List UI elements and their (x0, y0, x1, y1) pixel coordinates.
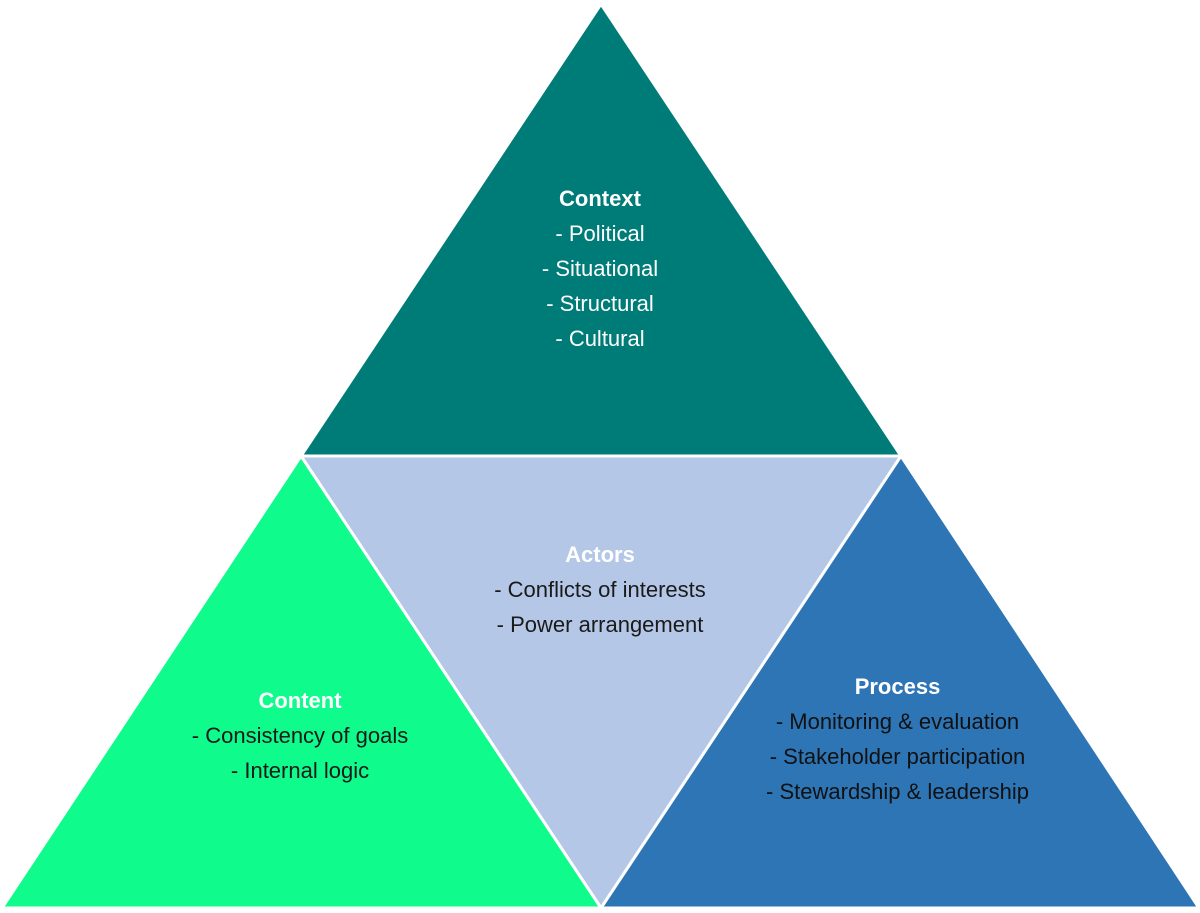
actors-title: Actors (565, 542, 635, 567)
content-title: Content (258, 688, 342, 713)
content-triangle (0, 453, 604, 910)
process-item: - Monitoring & evaluation (775, 709, 1020, 734)
process-item: - Stewardship & leadership (766, 779, 1029, 804)
process-title: Process (854, 674, 941, 699)
actors-label-block: Actors - Conflicts of interests - Power … (420, 537, 780, 642)
context-title: Context (559, 186, 641, 211)
content-item: - Internal logic (230, 758, 370, 783)
content-item: - Consistency of goals (191, 723, 409, 748)
content-label-block: Content - Consistency of goals - Interna… (130, 683, 470, 788)
actors-item: - Power arrangement (496, 612, 704, 637)
context-item: - Political (555, 221, 645, 246)
process-triangle (598, 453, 1200, 910)
context-item: - Situational (541, 256, 659, 281)
process-label-block: Process - Monitoring & evaluation - Stak… (700, 669, 1095, 809)
process-item: - Stakeholder participation (769, 744, 1026, 769)
context-item: - Structural (546, 291, 654, 316)
context-item: - Cultural (555, 326, 645, 351)
context-label-block: Context - Political - Situational - Stru… (450, 181, 750, 356)
actors-item: - Conflicts of interests (494, 577, 706, 602)
